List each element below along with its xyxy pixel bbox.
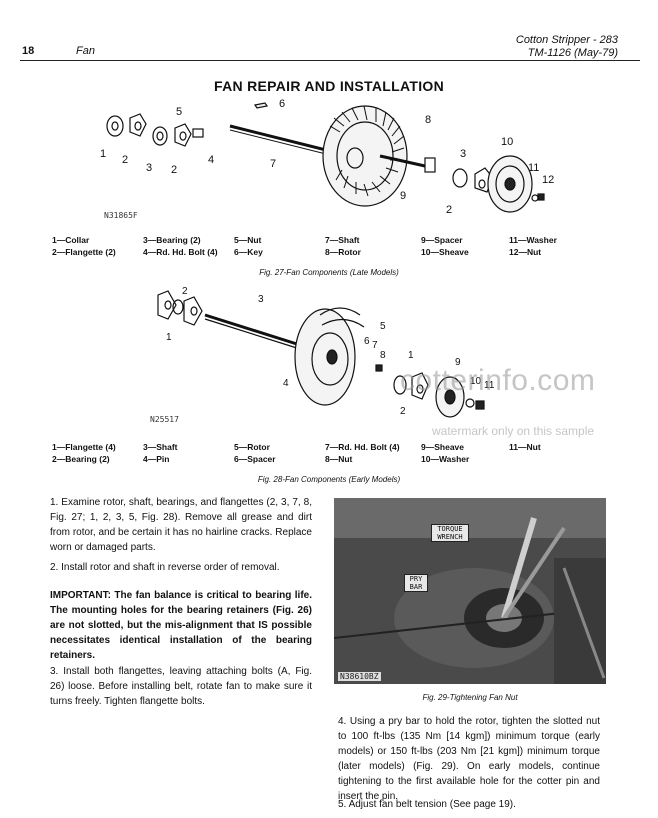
fig27-id-label: N31865F xyxy=(104,211,138,220)
fig28-caption: Fig. 28-Fan Components (Early Models) xyxy=(257,475,401,484)
fig27-legend-row: 1—Collar 3—Bearing (2) 5—Nut 7—Shaft 9—S… xyxy=(52,235,579,245)
step-3: 3. Install both flangettes, leaving atta… xyxy=(50,666,312,707)
fig27-callout: 12 xyxy=(542,174,555,186)
fig27-callout: 2 xyxy=(122,154,129,166)
header-doc-title: Cotton Stripper - 283 xyxy=(515,34,618,46)
fig27-callout: 2 xyxy=(446,204,453,216)
fig29-id-label: N38610BZ xyxy=(338,672,381,681)
header-rule xyxy=(20,60,640,61)
legend-item: 11—Washer xyxy=(509,235,557,245)
fig27-callout: 4 xyxy=(208,154,215,166)
legend-item: 2—Flangette (2) xyxy=(52,247,116,257)
legend-item: 10—Sheave xyxy=(421,247,469,257)
fig27-callout: 3 xyxy=(146,162,153,174)
fig28-callout: 11 xyxy=(484,380,495,391)
fig28-legend-row: 2—Bearing (2) 4—Pin 6—Spacer 8—Nut 10—Wa… xyxy=(52,454,579,464)
fig27-callout: 11 xyxy=(528,162,540,174)
step-5: 5. Adjust fan belt tension (See page 19)… xyxy=(338,799,516,810)
legend-item: 2—Bearing (2) xyxy=(52,454,110,464)
legend-item: 1—Collar xyxy=(52,235,90,245)
legend-item: 5—Rotor xyxy=(234,442,270,452)
legend-item: 11—Nut xyxy=(509,442,541,452)
fig28-callout: 8 xyxy=(380,350,386,361)
fig27-callout: 6 xyxy=(279,98,286,110)
legend-item: 7—Shaft xyxy=(325,235,360,245)
fig28-callout: 3 xyxy=(258,294,264,305)
fig28-callout: 10 xyxy=(470,376,482,387)
fig27-legend-row: 2—Flangette (2) 4—Rd. Hd. Bolt (4) 6—Key… xyxy=(52,247,579,257)
fig27-callout: 8 xyxy=(425,114,432,126)
legend-item: 3—Bearing (2) xyxy=(143,235,201,245)
page-title: FAN REPAIR AND INSTALLATION xyxy=(213,78,444,94)
fig28-callout: 7 xyxy=(372,340,378,351)
legend-item: 7—Rd. Hd. Bolt (4) xyxy=(325,442,400,452)
legend-item: 8—Nut xyxy=(325,454,353,464)
legend-item: 9—Sheave xyxy=(421,442,464,452)
watermark-note: watermark only on this sample xyxy=(432,424,595,438)
legend-item: 1—Flangette (4) xyxy=(52,442,116,452)
step-4: 4. Using a pry bar to hold the rotor, ti… xyxy=(338,716,600,802)
header-doc-number: TM-1126 (May-79) xyxy=(527,47,618,59)
legend-item: 3—Shaft xyxy=(143,442,178,452)
fig28-callout: 4 xyxy=(283,378,289,389)
fig27-caption: Fig. 27-Fan Components (Late Models) xyxy=(259,268,399,277)
fig28-callout: 1 xyxy=(408,350,414,361)
fig28-callout: 5 xyxy=(380,321,386,332)
fig28-callout: 2 xyxy=(400,406,406,417)
fig28-callout: 2 xyxy=(182,286,188,297)
fig28-id-label: N25517 xyxy=(150,415,179,424)
legend-item: 10—Washer xyxy=(421,454,470,464)
important-note: IMPORTANT: The fan balance is critical t… xyxy=(50,590,312,661)
watermark-site: cotterinfo.com xyxy=(400,364,596,397)
step-1: 1. Examine rotor, shaft, bearings, and f… xyxy=(50,497,312,553)
legend-item: 4—Rd. Hd. Bolt (4) xyxy=(143,247,218,257)
section-name: Fan xyxy=(76,45,95,57)
fig27-callout: 2 xyxy=(171,164,178,176)
legend-item: 9—Spacer xyxy=(421,235,463,245)
fig28-callout: 1 xyxy=(166,332,172,343)
fig27-callout: 5 xyxy=(176,106,183,118)
legend-item: 6—Spacer xyxy=(234,454,276,464)
page-number: 18 xyxy=(22,45,35,57)
fig27-callout: 7 xyxy=(270,158,277,170)
fig29-photo-art xyxy=(334,498,606,684)
fig29-caption: Fig. 29-Tightening Fan Nut xyxy=(422,693,518,702)
step-2: 2. Install rotor and shaft in reverse or… xyxy=(50,562,280,573)
fig27-callout: 10 xyxy=(501,136,514,148)
torque-wrench-label: TORQUE WRENCH xyxy=(431,524,469,542)
legend-item: 4—Pin xyxy=(143,454,170,464)
fig27-callout: 3 xyxy=(460,148,467,160)
legend-item: 8—Rotor xyxy=(325,247,361,257)
fig27-callout: 1 xyxy=(100,148,107,160)
fig28-callout: 6 xyxy=(364,336,370,347)
fig27-callout: 9 xyxy=(400,190,407,202)
legend-item: 12—Nut xyxy=(509,247,542,257)
fig29-photo xyxy=(334,498,606,684)
fig28-callout: 9 xyxy=(455,357,461,368)
pry-bar-label: PRY BAR xyxy=(404,574,428,592)
fig28-legend-row: 1—Flangette (4) 3—Shaft 5—Rotor 7—Rd. Hd… xyxy=(52,442,579,452)
fig28-drawing xyxy=(157,290,485,418)
legend-item xyxy=(509,454,579,464)
fig27-drawing xyxy=(106,102,545,213)
legend-item: 6—Key xyxy=(234,247,263,257)
legend-item: 5—Nut xyxy=(234,235,262,245)
